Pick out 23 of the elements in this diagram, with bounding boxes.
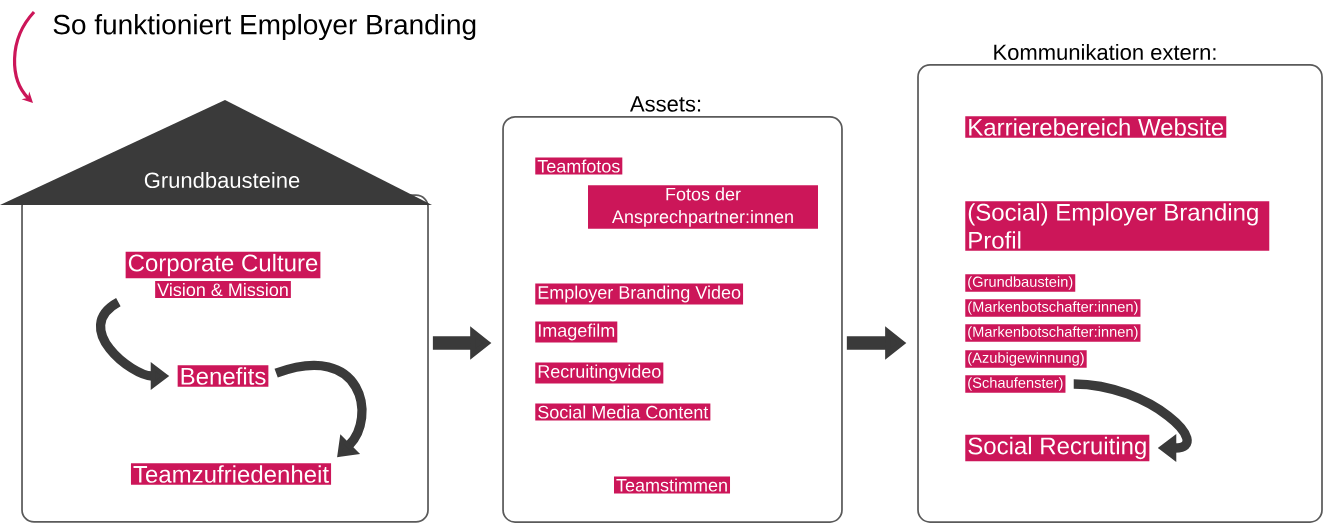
highlighted-label: (Markenbotschafter:innen) bbox=[965, 324, 1141, 342]
highlighted-label: Teamfotos bbox=[535, 157, 623, 175]
highlighted-label: Imagefilm bbox=[535, 321, 618, 343]
highlighted-label: Fotos der Ansprechpartner:innen bbox=[588, 185, 818, 229]
highlighted-label: Social Media Content bbox=[535, 403, 711, 421]
highlighted-label: Teamzufriedenheit bbox=[130, 463, 332, 485]
highlighted-label: Employer Branding Video bbox=[535, 283, 744, 305]
highlighted-label: Corporate Culture Vision & Mission bbox=[125, 251, 321, 299]
node-label: Grundbausteine bbox=[144, 171, 300, 189]
highlighted-label: Social Recruiting bbox=[965, 434, 1150, 462]
node-label: Assets: bbox=[629, 96, 701, 112]
highlighted-label: (Social) Employer Branding Profil bbox=[965, 201, 1270, 251]
arrow bbox=[1073, 379, 1192, 462]
title: So funktioniert Employer Branding bbox=[53, 13, 476, 41]
highlighted-label: Benefits bbox=[177, 365, 269, 387]
highlighted-label: (Markenbotschafter:innen) bbox=[965, 299, 1141, 317]
highlighted-label: Teamstimmen bbox=[614, 476, 730, 494]
node-label: Kommunikation extern: bbox=[994, 43, 1216, 61]
highlighted-label: Recruitingvideo bbox=[535, 362, 664, 384]
highlighted-label: (Azubigewinnung) bbox=[965, 350, 1087, 368]
highlighted-label: (Grundbaustein) bbox=[965, 274, 1076, 292]
highlighted-label: (Schaufenster) bbox=[965, 375, 1066, 393]
highlighted-label: Karrierebereich Website bbox=[965, 116, 1227, 138]
